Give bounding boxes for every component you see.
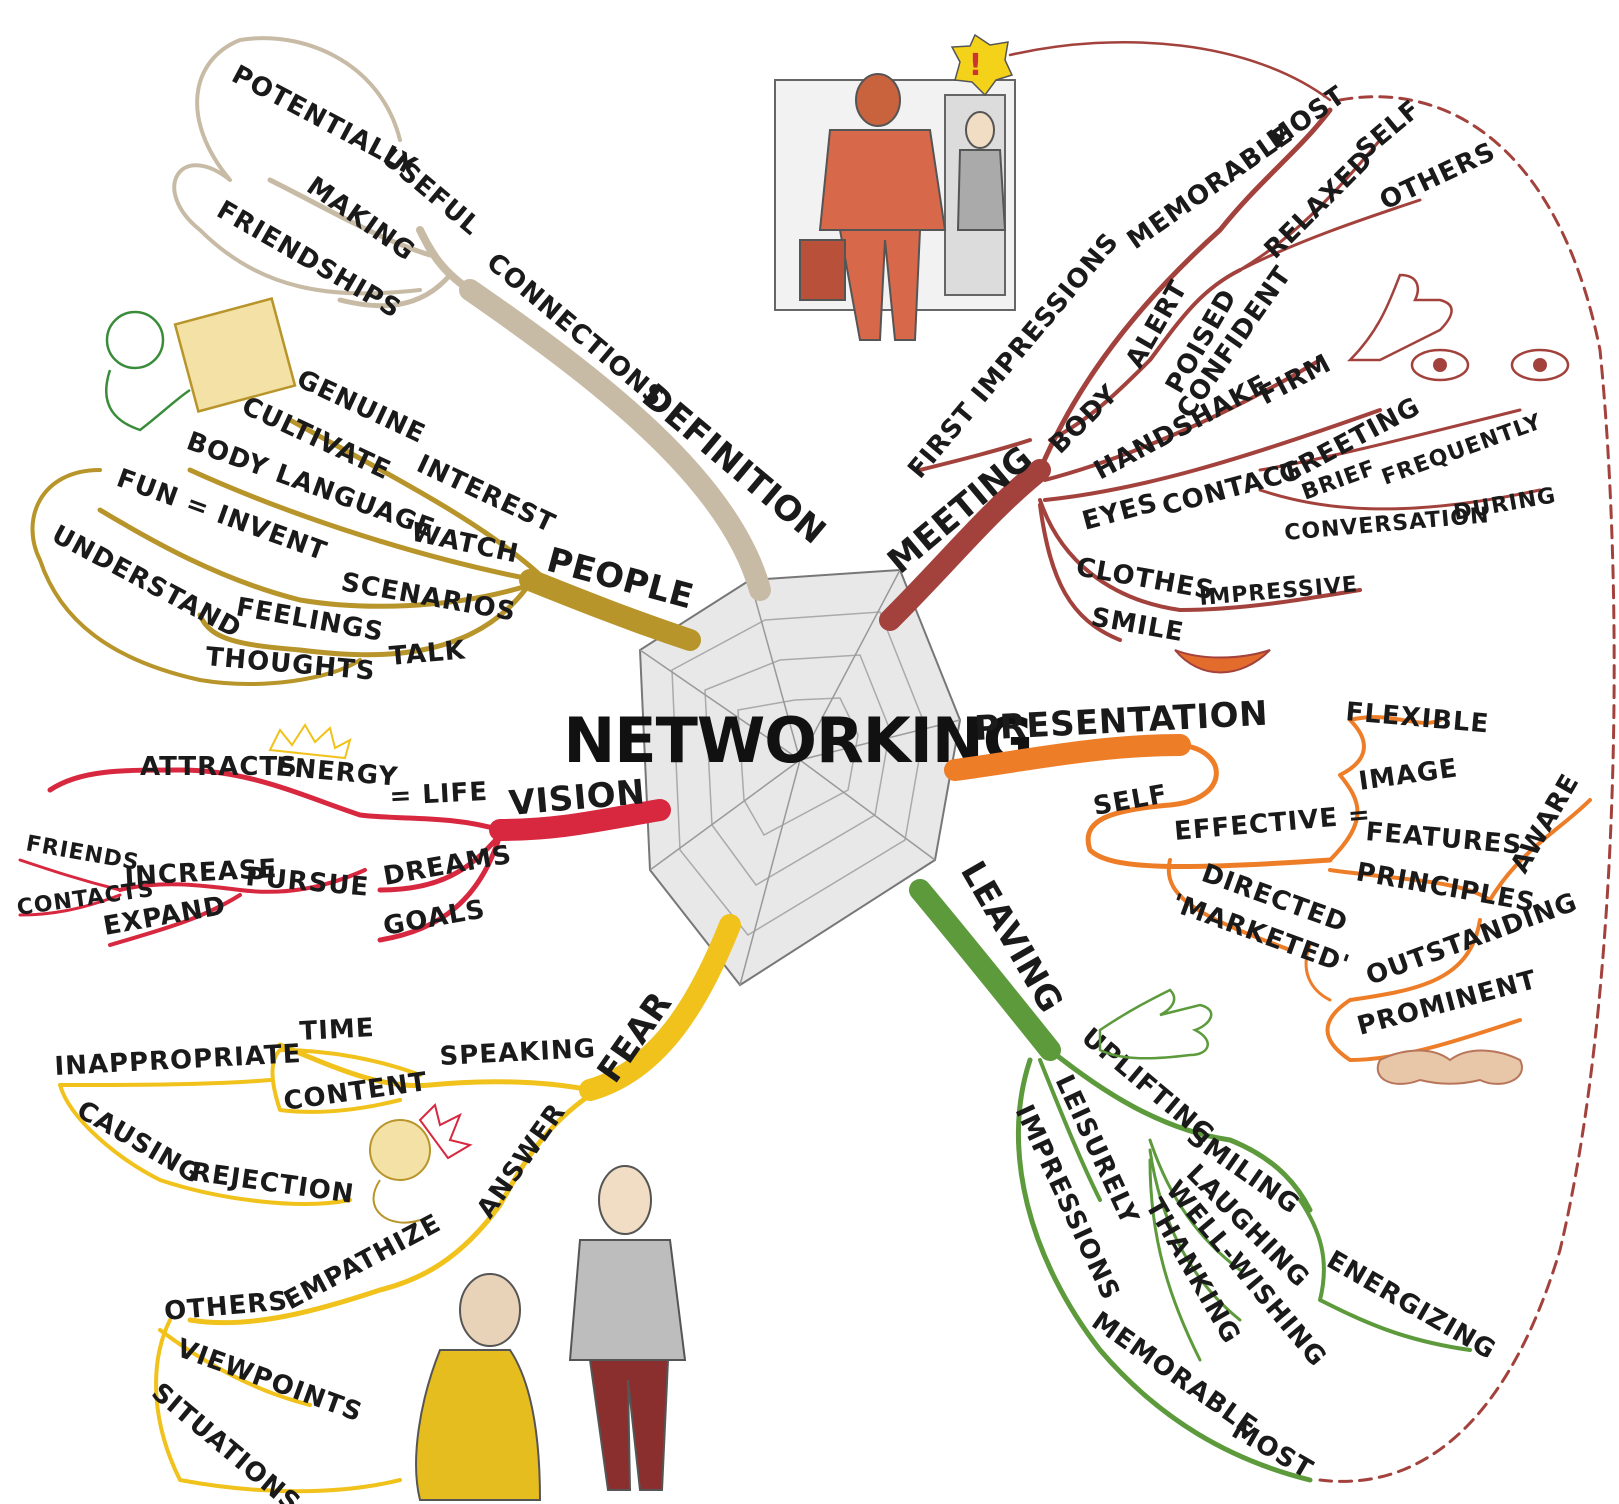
svg-text:!: ! <box>969 48 984 83</box>
waving-hand-icon <box>1098 988 1213 1060</box>
doorway-handshake-illustration <box>774 73 1016 341</box>
presentation-main-branch <box>944 734 1191 781</box>
leaving-most: MOST <box>1227 1415 1319 1485</box>
branch-presentation: PRESENTATION SELF EFFECTIVE = FLEXIBLE I… <box>944 694 1592 1085</box>
web-ring-2 <box>671 611 926 936</box>
meeting-main-branch <box>879 459 1051 631</box>
vision-attracts: ATTRACTS <box>140 752 298 782</box>
vision-main-branch <box>489 799 671 841</box>
presentation-label: PRESENTATION <box>973 694 1269 749</box>
moustache-icon <box>1376 1049 1523 1085</box>
eyes-icon <box>1410 348 1570 382</box>
definition-loop-arrow <box>172 36 422 296</box>
definition-main-branch <box>459 279 771 601</box>
reading-person-illustration <box>105 297 297 432</box>
vision-life: = LIFE <box>389 777 489 812</box>
meeting-impressive: IMPRESSIVE <box>1198 572 1359 611</box>
fear-answer: ANSWER <box>471 1098 572 1224</box>
leaving-energizing: ENERGIZING <box>1322 1245 1502 1366</box>
fear-causing: CAUSING <box>72 1095 207 1190</box>
meeting-most: MOST <box>1262 80 1352 155</box>
energy-burst-icon <box>268 723 352 760</box>
people-talk: TALK <box>388 635 467 672</box>
rejected-person-illustration <box>369 1103 473 1224</box>
presentation-self: SELF <box>1091 779 1170 822</box>
fear-speaking: SPEAKING <box>439 1034 597 1072</box>
hand-icon <box>1346 273 1453 362</box>
meeting-during: DURING <box>1452 483 1558 526</box>
web-spokes <box>639 569 961 986</box>
presentation-effective: EFFECTIVE = <box>1173 800 1372 847</box>
fear-empathize: EMPATHIZE <box>279 1208 446 1316</box>
meeting-dashed-connector <box>1318 95 1616 1483</box>
meeting-relaxed: RELAXED <box>1259 144 1380 265</box>
vision-goals: GOALS <box>381 894 488 941</box>
vision-friends: FRIENDS <box>24 831 141 876</box>
meeting-self: SELF <box>1350 94 1427 165</box>
meeting-others: OTHERS <box>1375 137 1500 217</box>
leaving-main-branch <box>909 879 1061 1061</box>
meeting-firm: FIRM <box>1254 348 1336 411</box>
vision-dreams: DREAMS <box>381 840 514 892</box>
two-men-illustration <box>415 1165 687 1501</box>
people-main-branch <box>519 569 701 651</box>
branch-fear: FEAR SPEAKING TIME CONTENT INAPPROPRIATE… <box>54 914 741 1504</box>
fear-main-branch <box>579 914 741 1101</box>
web-ring-4 <box>737 697 859 837</box>
presentation-flexible: FLEXIBLE <box>1344 697 1490 739</box>
central-web: NETWORKING <box>563 568 1034 987</box>
fear-inappropriate: INAPPROPRIATE <box>54 1039 302 1082</box>
fear-time: TIME <box>299 1013 376 1047</box>
presentation-aware: AWARE <box>1505 769 1586 879</box>
meeting-clothes: CLOTHES <box>1074 552 1217 606</box>
web-ring-3 <box>704 654 891 886</box>
exclamation-icon: ! <box>950 33 1014 97</box>
people-loop <box>30 468 362 686</box>
presentation-features: FEATURES <box>1364 817 1523 861</box>
presentation-image: IMAGE <box>1357 753 1460 797</box>
smile-mouth-icon <box>1174 649 1271 674</box>
